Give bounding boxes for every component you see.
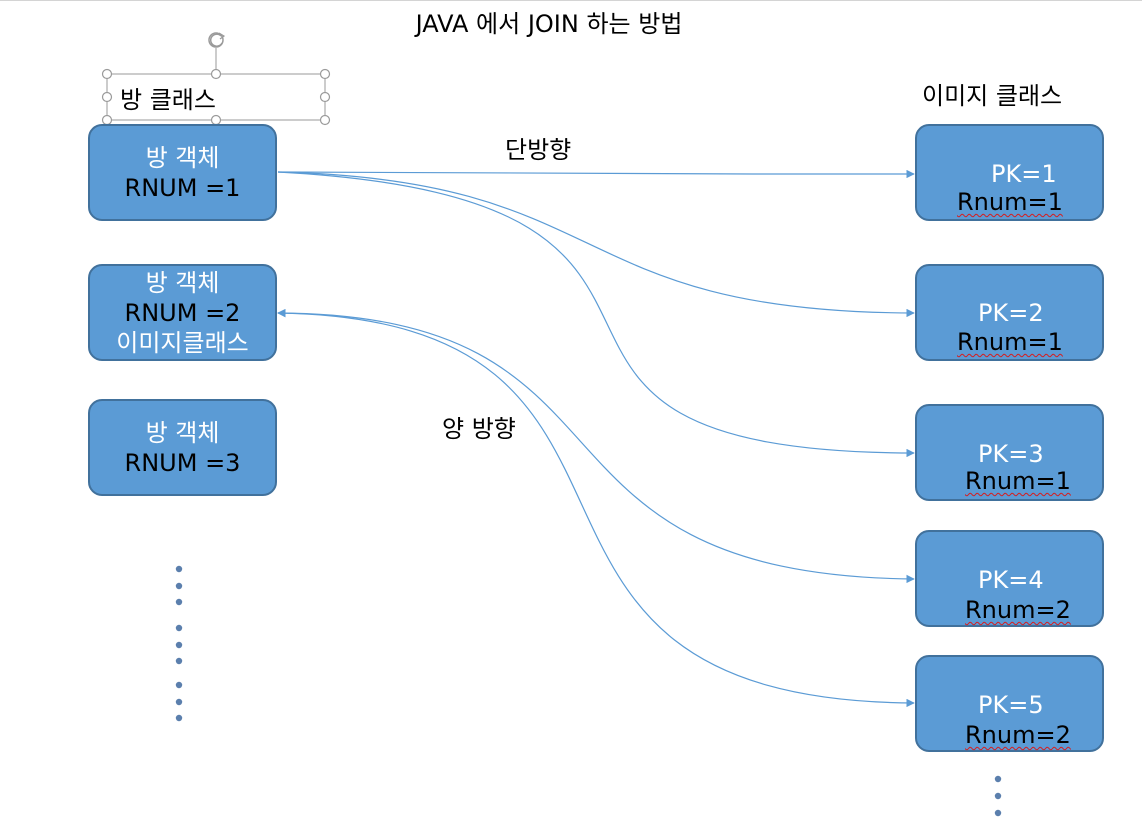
top-border: [0, 0, 1142, 1]
ellipsis-dots-right: [994, 775, 1002, 817]
image-object-1[interactable]: PK=1 Rnum=1: [915, 124, 1104, 221]
arrow-room1-to-pk1: [277, 169, 915, 179]
resize-handles[interactable]: [101, 68, 331, 126]
room-object-1[interactable]: 방 객체 RNUM =1: [88, 124, 277, 221]
image-object-5[interactable]: PK=5 Rnum=2: [915, 655, 1104, 752]
image-object-3[interactable]: PK=3 Rnum=1: [915, 404, 1104, 501]
image-rnum: Rnum=1: [965, 467, 1071, 495]
room-object-title: 방 객체: [145, 143, 220, 172]
room-object-rnum: RNUM =2: [124, 298, 241, 327]
image-pk: PK=4: [978, 566, 1044, 594]
ellipsis-dots-left: [175, 565, 183, 722]
arrow-room1-to-pk3: [277, 171, 915, 458]
image-rnum: Rnum=2: [965, 721, 1071, 749]
room-object-rnum: RNUM =1: [124, 173, 241, 202]
room-class-label: 방 클래스: [120, 86, 216, 114]
image-pk: PK=2: [978, 299, 1044, 327]
image-class-label: 이미지 클래스: [922, 82, 1063, 110]
image-rnum: Rnum=2: [965, 596, 1071, 624]
image-object-2[interactable]: PK=2 Rnum=1: [915, 264, 1104, 361]
image-pk: PK=5: [978, 691, 1044, 719]
one-way-label: 단방향: [505, 136, 572, 164]
two-way-label: 양 방향: [442, 415, 516, 443]
room-object-title: 방 객체: [145, 268, 220, 297]
image-object-4[interactable]: PK=4 Rnum=2: [915, 530, 1104, 627]
image-rnum: Rnum=1: [957, 328, 1063, 356]
room-object-2[interactable]: 방 객체 RNUM =2 이미지클래스: [88, 264, 277, 361]
page-title: JAVA 에서 JOIN 하는 방법: [415, 10, 683, 38]
arrow-room1-to-pk2: [277, 171, 915, 318]
arrow-room2-pk5-bidirectional: [277, 308, 915, 708]
room-object-title: 방 객체: [145, 418, 220, 447]
rotate-handle-icon[interactable]: [208, 32, 226, 48]
image-pk: PK=3: [978, 440, 1044, 468]
arrow-room2-pk4-bidirectional: [277, 308, 915, 584]
image-pk: PK=1: [991, 160, 1057, 188]
room-object-3[interactable]: 방 객체 RNUM =3: [88, 399, 277, 496]
room-object-image-class: 이미지클래스: [116, 328, 249, 357]
image-rnum: Rnum=1: [957, 188, 1063, 216]
room-object-rnum: RNUM =3: [124, 448, 241, 477]
